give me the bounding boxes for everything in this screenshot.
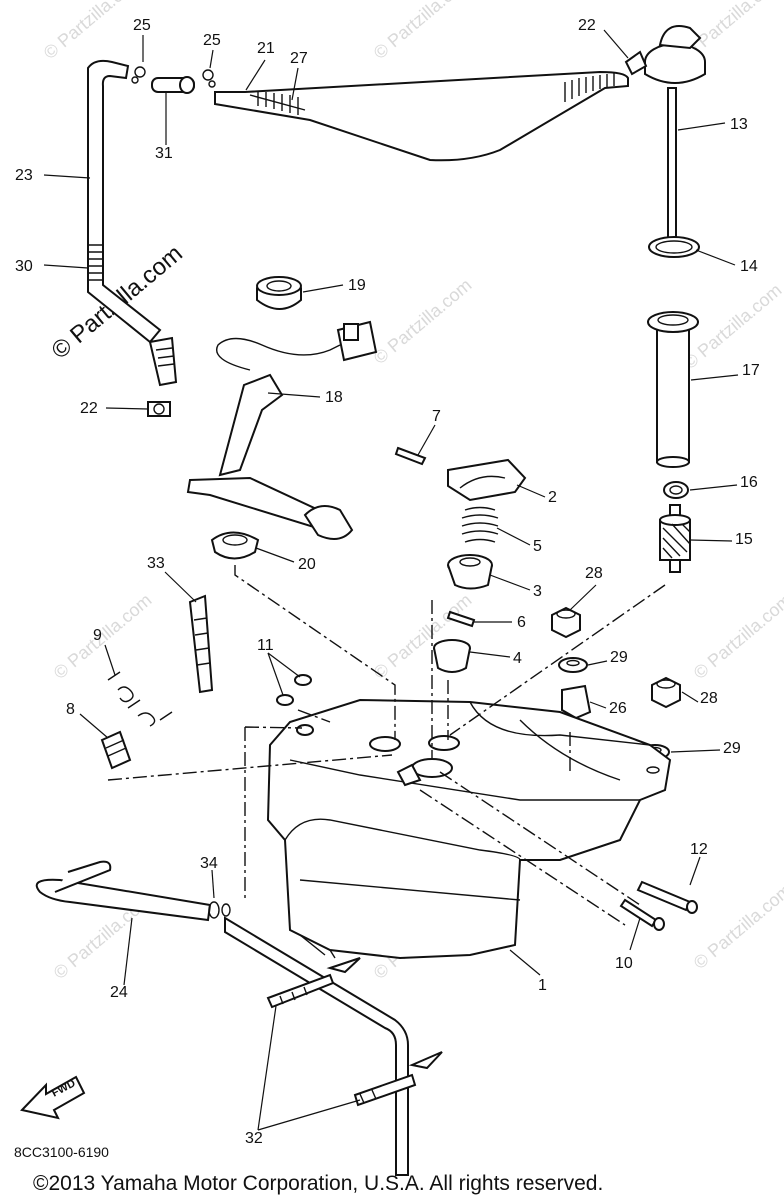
nut-28-lower xyxy=(651,676,681,709)
fuel-sender-18 xyxy=(186,320,378,540)
bolt-10 xyxy=(619,898,665,931)
clip-22-top xyxy=(624,50,648,76)
callout-33: 33 xyxy=(147,555,165,572)
joint-31 xyxy=(151,76,195,94)
callout-12: 12 xyxy=(690,841,708,858)
callout-3: 3 xyxy=(533,583,542,600)
callout-5: 5 xyxy=(533,538,542,555)
callout-29: 29 xyxy=(610,649,628,666)
grommet-20 xyxy=(210,531,260,560)
damper-8 xyxy=(100,730,132,770)
callout-22: 22 xyxy=(80,400,98,417)
gasket-14 xyxy=(648,236,700,258)
spring-5 xyxy=(461,506,499,543)
leader-lines xyxy=(43,29,739,1131)
washer-29-upper xyxy=(558,657,588,673)
bracket-26 xyxy=(561,684,592,720)
callout-30: 30 xyxy=(15,258,33,275)
bolt-12 xyxy=(636,880,698,914)
callout-22: 22 xyxy=(578,17,596,34)
callout-2: 2 xyxy=(548,489,557,506)
hose-23-30 xyxy=(87,59,178,387)
callout-31: 31 xyxy=(155,145,173,162)
callout-32: 32 xyxy=(245,1130,263,1147)
copyright-notice: ©2013 Yamaha Motor Corporation, U.S.A. A… xyxy=(33,1172,603,1195)
fwd-arrow: FWD xyxy=(20,1075,86,1120)
callout-28: 28 xyxy=(700,690,718,707)
nut-28-upper xyxy=(551,606,581,639)
clamp-16 xyxy=(663,481,689,499)
callout-25: 25 xyxy=(203,32,221,49)
pin-6 xyxy=(446,610,476,628)
callout-25: 25 xyxy=(133,17,151,34)
callout-19: 19 xyxy=(348,277,366,294)
clip-22-lower xyxy=(147,401,171,417)
diagram-code: 8CC3100-6190 xyxy=(14,1144,109,1160)
fuel-tank-1 xyxy=(266,698,672,960)
fuel-filter-15 xyxy=(659,504,691,573)
callout-27: 27 xyxy=(290,50,308,67)
callout-34: 34 xyxy=(200,855,218,872)
callout-26: 26 xyxy=(609,700,627,717)
callout-1: 1 xyxy=(538,977,547,994)
watermark-faint: © Partzilla.com xyxy=(370,0,476,63)
collar-19 xyxy=(256,276,302,310)
assembly-lines xyxy=(107,565,666,926)
callout-24: 24 xyxy=(110,984,128,1001)
hose-24 xyxy=(35,860,212,922)
pin-7 xyxy=(394,446,427,466)
callout-16: 16 xyxy=(740,474,758,491)
watermark-faint: © Partzilla.com xyxy=(50,590,156,683)
callout-numbers: 25 25 21 27 31 23 30 22 13 14 19 18 22 7… xyxy=(15,17,760,1147)
filler-pipe-17 xyxy=(647,311,699,468)
watermark-faint: © Partzilla.com xyxy=(690,590,784,683)
watermark-faint: © Partzilla.com xyxy=(370,275,476,368)
vent-hose-21-27 xyxy=(214,70,629,162)
callout-20: 20 xyxy=(298,556,316,573)
band-32-b xyxy=(353,1051,443,1107)
spring-9 xyxy=(107,671,173,727)
callout-18: 18 xyxy=(325,389,343,406)
clip-25-a xyxy=(131,66,146,84)
hose-lower xyxy=(224,916,409,1176)
callout-15: 15 xyxy=(735,531,753,548)
callout-8: 8 xyxy=(66,701,75,718)
fuel-gauge-13 xyxy=(644,25,706,239)
watermark-faint: © Partzilla.com xyxy=(40,0,146,63)
grommet-4 xyxy=(433,639,471,673)
callout-13: 13 xyxy=(730,116,748,133)
clip-25-b xyxy=(202,69,216,88)
callout-17: 17 xyxy=(742,362,760,379)
callout-11: 11 xyxy=(257,637,274,654)
callout-28: 28 xyxy=(585,565,603,582)
grommet-11 xyxy=(276,674,312,706)
cap-3 xyxy=(447,554,493,590)
clip-34 xyxy=(208,901,231,919)
callout-14: 14 xyxy=(740,258,758,275)
callout-4: 4 xyxy=(513,650,522,667)
callout-21: 21 xyxy=(257,40,275,57)
bracket-2 xyxy=(447,458,527,502)
callout-29: 29 xyxy=(723,740,741,757)
callout-23: 23 xyxy=(15,167,33,184)
band-33 xyxy=(188,594,214,694)
callout-10: 10 xyxy=(615,955,633,972)
band-32-a xyxy=(266,957,361,1009)
callout-9: 9 xyxy=(93,627,102,644)
watermark-faint: © Partzilla.com xyxy=(690,880,784,973)
callout-7: 7 xyxy=(432,408,441,425)
callout-6: 6 xyxy=(517,614,526,631)
